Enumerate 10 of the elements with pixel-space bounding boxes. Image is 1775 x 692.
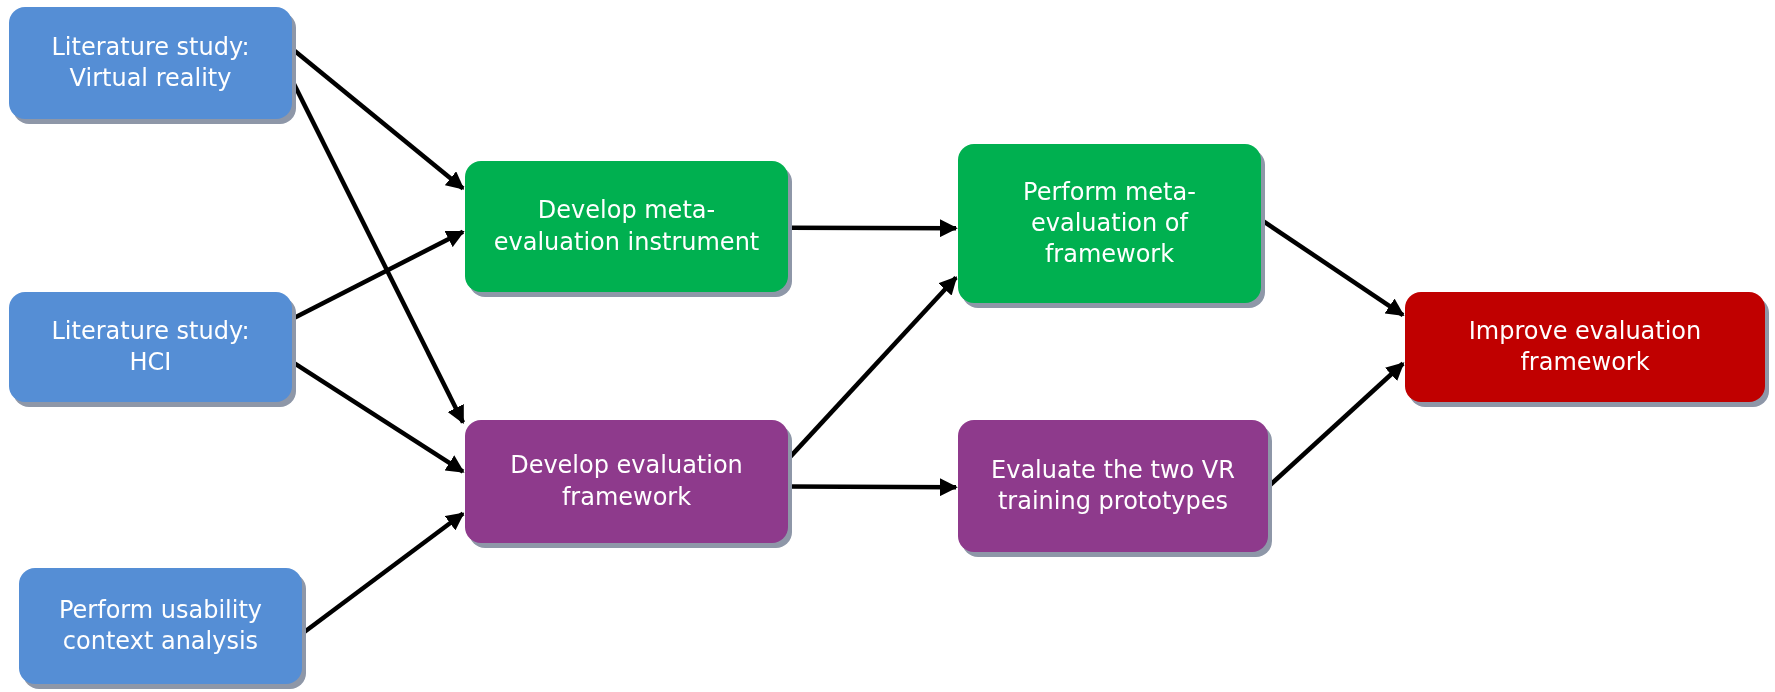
arrow bbox=[789, 478, 958, 497]
box-label: Develop evaluation framework bbox=[509, 450, 744, 513]
box-label: Literature study: HCI bbox=[50, 315, 251, 378]
box-label: Improve evaluation framework bbox=[1467, 315, 1703, 378]
box-label: Perform usability context analysis bbox=[57, 594, 264, 657]
box-label: Literature study: Virtual reality bbox=[50, 31, 251, 94]
box-label: Develop meta-evaluation instrument bbox=[492, 195, 761, 258]
arrow bbox=[789, 219, 958, 238]
box-label: Evaluate the two VR training prototypes bbox=[990, 454, 1236, 517]
box-label: Perform meta-evaluation of framework bbox=[1022, 176, 1197, 271]
